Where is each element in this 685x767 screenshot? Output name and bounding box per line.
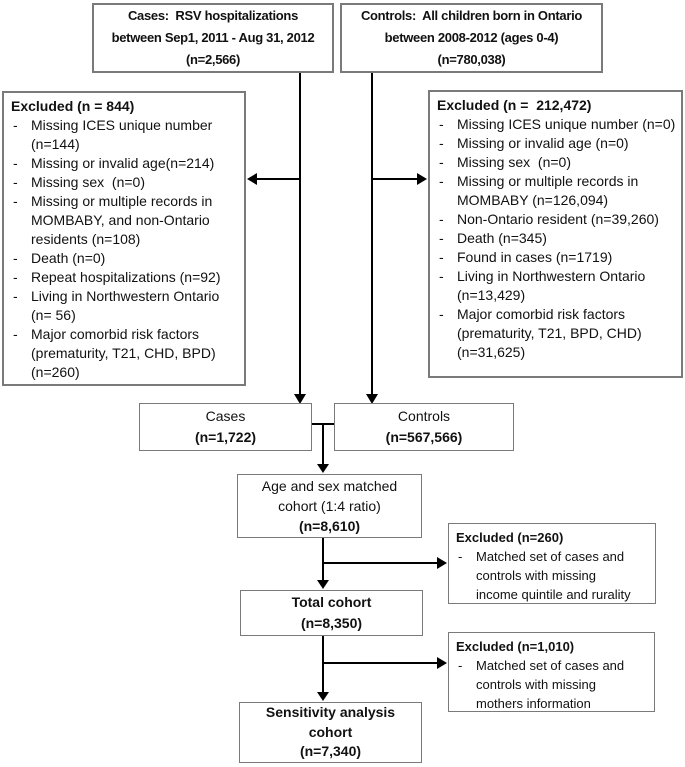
bullet-dash: -	[439, 116, 444, 132]
excluded-item-text: Living in Northwestern Ontario (n=13,429…	[457, 268, 646, 303]
arrow-cases-top-to-cases	[294, 73, 306, 404]
excluded-item: -Missing or invalid age (n=0)	[436, 134, 677, 153]
excluded-item-text: Missing sex (n=0)	[457, 154, 571, 170]
excluded-cases-header: Excluded (n = 844)	[11, 98, 135, 114]
bullet-dash: -	[458, 658, 463, 673]
excluded-total-box: Excluded (n=1,010) -Matched set of cases…	[448, 632, 655, 712]
excluded-item: -Missing or multiple records in MOMBABY …	[436, 172, 677, 210]
sensitivity-cohort-count: (n=7,340)	[299, 743, 362, 760]
bullet-dash: -	[458, 549, 463, 564]
excluded-item-text: Repeat hospitalizations (n=92)	[31, 269, 221, 285]
excluded-controls-header: Excluded (n = 212,472)	[437, 97, 592, 113]
excluded-item-text: Matched set of cases and controls with m…	[476, 549, 631, 602]
controls-box: Controls (n=567,566)	[334, 403, 514, 451]
excluded-item: -Living in Northwestern Ontario (n=13,42…	[436, 267, 677, 305]
excluded-item-text: Death (n=345)	[457, 230, 547, 246]
sensitivity-cohort-box: Sensitivity analysis cohort (n=7,340)	[239, 702, 422, 763]
excluded-item-text: Missing or multiple records in MOMBABY (…	[457, 173, 639, 208]
total-cohort-count: (n=8,350)	[300, 615, 363, 631]
excluded-item-text: Major comorbid risk factors (prematurity…	[31, 326, 216, 380]
cases-source-box: Cases: RSV hospitalizations between Sep1…	[92, 3, 334, 73]
excluded-item-text: Missing or multiple records in MOMBABY, …	[31, 193, 213, 247]
excluded-item: -Death (n=345)	[436, 229, 677, 248]
excluded-item-text: Missing ICES unique number (n=144)	[31, 117, 213, 152]
bullet-dash: -	[13, 288, 18, 304]
matched-cohort-count: (n=8,610)	[298, 518, 361, 534]
excluded-item: -Missing sex (n=0)	[10, 173, 240, 192]
excluded-item: -Major comorbid risk factors (prematurit…	[10, 325, 240, 382]
controls-source-box: Controls: All children born in Ontario b…	[340, 3, 603, 73]
sensitivity-cohort-label: Sensitivity analysis cohort	[265, 704, 396, 740]
bullet-dash: -	[13, 117, 18, 133]
excluded-item: -Missing or multiple records in MOMBABY,…	[10, 192, 240, 249]
bullet-dash: -	[439, 135, 444, 151]
excluded-matched-list: -Matched set of cases and controls with …	[455, 547, 652, 604]
excluded-item: -Matched set of cases and controls with …	[455, 656, 651, 713]
excluded-item: -Major comorbid risk factors (prematurit…	[436, 305, 677, 362]
bullet-dash: -	[13, 326, 18, 342]
excluded-item: -Non-Ontario resident (n=39,260)	[436, 210, 677, 229]
arrow-to-excluded-total	[323, 657, 447, 669]
excluded-item: -Found in cases (n=1719)	[436, 248, 677, 267]
excluded-matched-header: Excluded (n=260)	[456, 530, 564, 545]
cases-count: (n=1,722)	[194, 429, 257, 445]
bullet-dash: -	[439, 173, 444, 189]
arrow-to-sensitivity-cohort	[317, 636, 329, 701]
excluded-item: -Missing ICES unique number (n=144)	[10, 116, 240, 154]
excluded-item-text: Matched set of cases and controls with m…	[476, 658, 625, 711]
excluded-item-text: Missing sex (n=0)	[31, 174, 145, 190]
excluded-item: -Living in Northwestern Ontario (n= 56)	[10, 287, 240, 325]
bullet-dash: -	[439, 154, 444, 170]
excluded-matched-box: Excluded (n=260) -Matched set of cases a…	[448, 523, 656, 604]
bullet-dash: -	[13, 193, 18, 209]
excluded-cases-list: -Missing ICES unique number (n=144)-Miss…	[10, 116, 240, 382]
excluded-item: -Missing or invalid age(n=214)	[10, 154, 240, 173]
excluded-item-text: Missing or invalid age(n=214)	[31, 155, 215, 171]
bullet-dash: -	[439, 306, 444, 322]
arrow-to-matched-cohort	[317, 424, 329, 473]
cases-label: Cases	[205, 408, 246, 424]
arrow-to-excluded-cases	[247, 173, 300, 185]
excluded-total-header: Excluded (n=1,010)	[456, 639, 575, 654]
bullet-dash: -	[13, 174, 18, 190]
excluded-item: -Matched set of cases and controls with …	[455, 547, 652, 604]
arrow-controls-top-to-controls	[366, 73, 378, 404]
excluded-item-text: Non-Ontario resident (n=39,260)	[457, 211, 659, 227]
bullet-dash: -	[439, 211, 444, 227]
excluded-item-text: Living in Northwestern Ontario (n= 56)	[31, 288, 220, 323]
arrow-to-excluded-controls	[372, 173, 427, 185]
excluded-controls-list: -Missing ICES unique number (n=0)-Missin…	[436, 115, 677, 362]
cases-box: Cases (n=1,722)	[139, 403, 312, 451]
bullet-dash: -	[439, 268, 444, 284]
controls-label: Controls	[397, 408, 451, 424]
excluded-item-text: Missing ICES unique number (n=0)	[457, 116, 676, 132]
excluded-total-list: -Matched set of cases and controls with …	[455, 656, 651, 713]
excluded-item-text: Death (n=0)	[31, 250, 106, 266]
total-cohort-box: Total cohort (n=8,350)	[240, 590, 423, 636]
matched-cohort-label: Age and sex matched cohort (1:4 ratio)	[261, 478, 398, 514]
arrow-to-excluded-matched	[323, 557, 447, 569]
excluded-cases-box: Excluded (n = 844) -Missing ICES unique …	[2, 91, 246, 386]
bullet-dash: -	[13, 155, 18, 171]
matched-cohort-box: Age and sex matched cohort (1:4 ratio) (…	[237, 474, 422, 538]
excluded-item-text: Found in cases (n=1719)	[457, 249, 613, 265]
bullet-dash: -	[13, 250, 18, 266]
excluded-item: -Missing sex (n=0)	[436, 153, 677, 172]
excluded-item: -Missing ICES unique number (n=0)	[436, 115, 677, 134]
bullet-dash: -	[439, 249, 444, 265]
excluded-item-text: Missing or invalid age (n=0)	[457, 135, 629, 151]
excluded-item: -Repeat hospitalizations (n=92)	[10, 268, 240, 287]
excluded-controls-box: Excluded (n = 212,472) -Missing ICES uni…	[428, 90, 683, 378]
excluded-item: -Death (n=0)	[10, 249, 240, 268]
bullet-dash: -	[13, 269, 18, 285]
excluded-item-text: Major comorbid risk factors (prematurity…	[457, 306, 642, 360]
arrow-to-total-cohort	[317, 538, 329, 589]
total-cohort-label: Total cohort	[291, 594, 372, 610]
bullet-dash: -	[439, 230, 444, 246]
controls-count: (n=567,566)	[385, 429, 463, 445]
